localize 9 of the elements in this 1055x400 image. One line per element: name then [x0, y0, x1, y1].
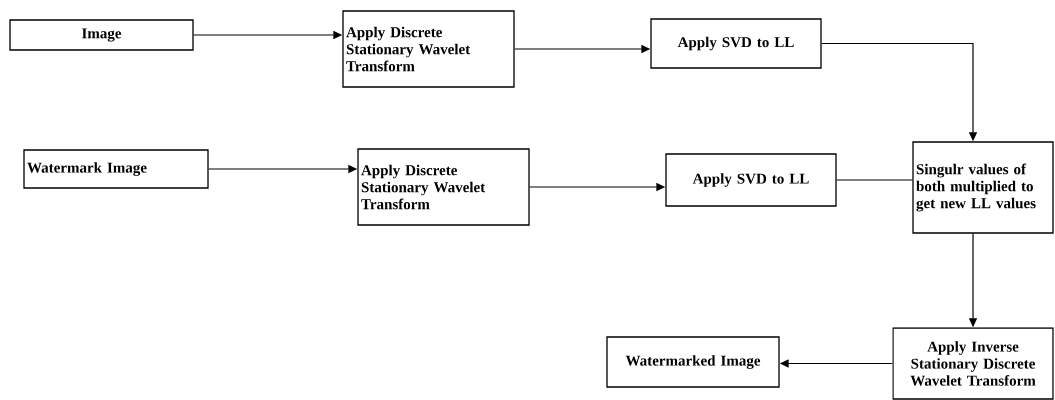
process-box: Singulr values of both multiplied to get new LL values [912, 141, 1054, 234]
process-box: Apply Inverse Stationary Discrete Wavelet Transform [892, 327, 1054, 400]
process-box: Watermark Image [23, 149, 209, 189]
process-box: Apply Discrete Stationary Wavelet Transform [342, 10, 515, 88]
process-box: Apply Discrete Stationary Wavelet Transform [357, 148, 530, 226]
process-box: Apply SVD to LL [650, 18, 822, 69]
process-box: Apply SVD to LL [665, 153, 837, 207]
process-box: Watermarked Image [606, 336, 780, 388]
process-box: Image [9, 19, 194, 51]
